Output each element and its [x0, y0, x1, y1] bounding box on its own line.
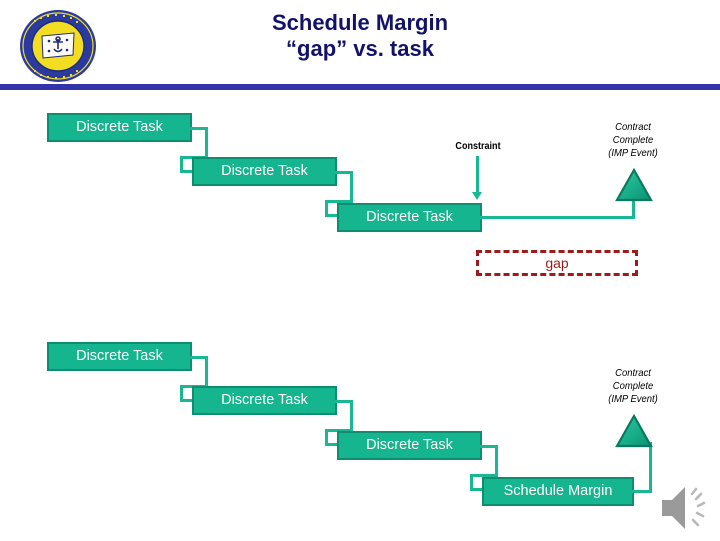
top-milestone-label-line-2: Complete — [612, 134, 654, 146]
bottom-task-1-label: Discrete Task — [76, 348, 163, 365]
gap-box: gap — [476, 250, 638, 276]
top-connector-2-v — [350, 171, 353, 203]
top-task-2-label: Discrete Task — [221, 163, 308, 180]
bottom-connector-3-v — [495, 445, 498, 477]
bottom-milestone-label: Contract Complete (IMP Event) — [584, 367, 683, 406]
top-task-1-label: Discrete Task — [76, 119, 163, 136]
bottom-task-2[interactable]: Discrete Task — [192, 386, 337, 415]
bottom-task-2-label: Discrete Task — [221, 392, 308, 409]
bottom-task-3[interactable]: Discrete Task — [337, 431, 482, 460]
top-milestone-label: Contract Complete (IMP Event) — [584, 121, 683, 160]
bottom-milestone-label-line-2: Complete — [612, 380, 654, 392]
speaker-audio-icon[interactable] — [652, 480, 714, 536]
page-title-line-2: “gap” vs. task — [286, 36, 434, 61]
bottom-connector-3-h1 — [480, 445, 498, 448]
naval-sea-systems-command-seal-logo — [16, 8, 100, 84]
top-connector-3-v — [632, 196, 635, 218]
top-task-3-label: Discrete Task — [366, 209, 453, 226]
schedule-margin-task[interactable]: Schedule Margin — [482, 477, 634, 506]
schedule-margin-task-label: Schedule Margin — [503, 483, 613, 500]
bottom-connector-1-h3 — [180, 399, 202, 402]
bottom-connector-1-h1 — [190, 356, 208, 359]
top-milestone-triangle — [615, 167, 653, 202]
bottom-connector-1-v — [205, 356, 208, 388]
top-connector-2-v2 — [325, 200, 328, 217]
top-connector-1-h3 — [180, 170, 202, 173]
bottom-connector-2-v — [350, 400, 353, 432]
top-connector-2-h2 — [325, 200, 353, 203]
bottom-connector-3-h2 — [470, 474, 498, 477]
top-task-1[interactable]: Discrete Task — [47, 113, 192, 142]
page-title-line-1: Schedule Margin — [271, 10, 449, 35]
constraint-connector — [476, 156, 479, 194]
bottom-connector-2-h3 — [325, 443, 347, 446]
top-connector-1-v2 — [180, 156, 183, 173]
bottom-connector-3-h3 — [470, 488, 492, 491]
top-connector-1-h1 — [190, 127, 208, 130]
top-task-2[interactable]: Discrete Task — [192, 157, 337, 186]
bottom-milestone-triangle — [615, 413, 653, 448]
header-divider — [0, 84, 720, 90]
top-milestone-label-line-1: Contract — [615, 121, 651, 133]
bottom-connector-2-h1 — [335, 400, 353, 403]
gap-label: gap — [545, 255, 569, 271]
top-task-3[interactable]: Discrete Task — [337, 203, 482, 232]
top-connector-2-h3 — [325, 214, 347, 217]
bottom-milestone-label-line-3: (IMP Event) — [608, 393, 658, 405]
top-connector-2-h1 — [335, 171, 353, 174]
page-title: Schedule Margin “gap” vs. task — [140, 10, 580, 62]
bottom-connector-4-h — [632, 490, 652, 493]
top-connector-1-v — [205, 127, 208, 159]
constraint-label: Constraint — [455, 140, 501, 152]
bottom-connector-2-v2 — [325, 429, 328, 446]
top-connector-3-h — [480, 216, 635, 219]
bottom-connector-1-v2 — [180, 385, 183, 402]
bottom-milestone-label-line-1: Contract — [615, 367, 651, 379]
constraint-arrow-down — [472, 192, 482, 200]
top-milestone-label-line-3: (IMP Event) — [608, 147, 658, 159]
bottom-task-3-label: Discrete Task — [366, 437, 453, 454]
bottom-connector-2-h2 — [325, 429, 353, 432]
bottom-connector-3-v2 — [470, 474, 473, 491]
bottom-task-1[interactable]: Discrete Task — [47, 342, 192, 371]
bottom-connector-4-v — [649, 442, 652, 492]
